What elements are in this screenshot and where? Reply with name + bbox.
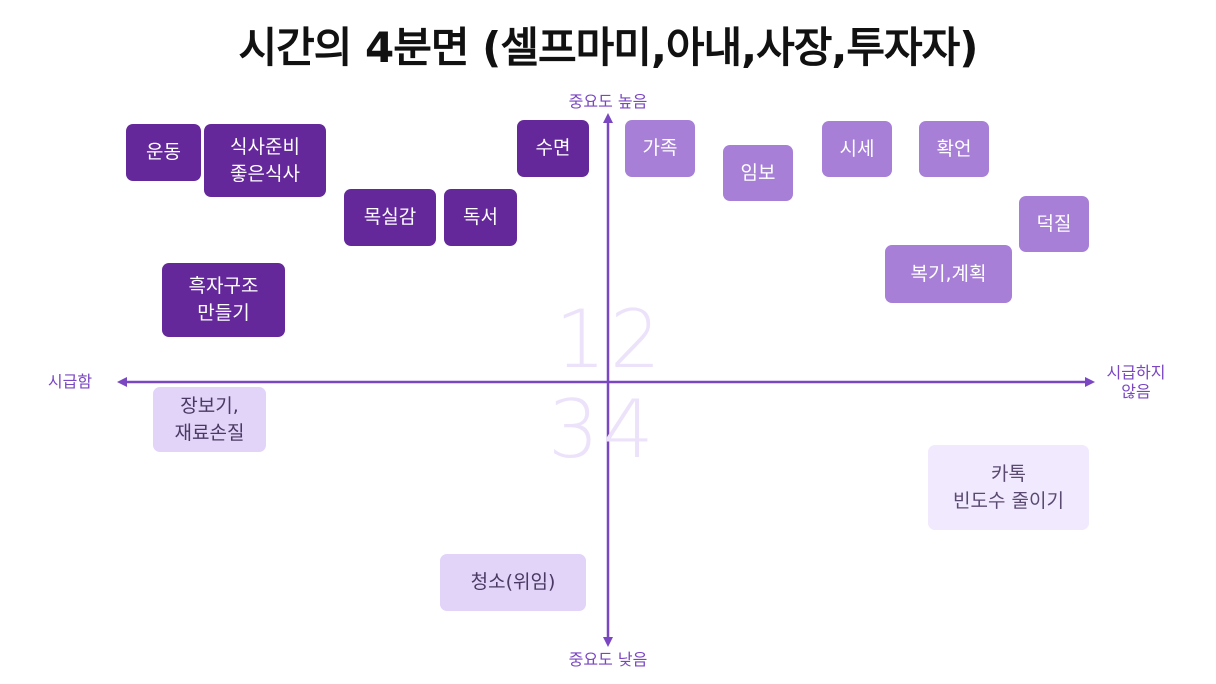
item-black-structure: 흑자구조 만들기 [162,263,285,337]
item-meal-prep: 식사준비 좋은식사 [204,124,326,197]
item-gratitude-journal: 목실감 [344,189,436,246]
quadrant-number-lower: 34 [548,383,658,476]
item-fandom: 덕질 [1019,196,1089,252]
item-market-price: 시세 [822,121,892,177]
page-title: 시간의 4분면 (셀프마미,아내,사장,투자자) [238,23,979,72]
axis-label-right: 시급하지 않음 [1106,363,1166,401]
item-review-plan: 복기,계획 [885,245,1012,303]
axis-label-left: 시급함 [47,372,93,391]
axis-label-bottom: 중요도 낮음 [568,650,648,669]
item-sleep: 수면 [517,120,589,177]
item-reading: 독서 [444,189,517,246]
item-cleaning: 청소(위임) [440,554,586,611]
item-check: 확언 [919,121,989,177]
axis-label-top: 중요도 높음 [568,92,648,111]
item-imbo: 임보 [723,145,793,201]
item-exercise: 운동 [126,124,201,181]
item-kakaotalk: 카톡 빈도수 줄이기 [928,445,1089,530]
item-family: 가족 [625,120,695,177]
quadrant-number-upper: 12 [555,293,665,386]
item-grocery: 장보기, 재료손질 [153,387,266,452]
